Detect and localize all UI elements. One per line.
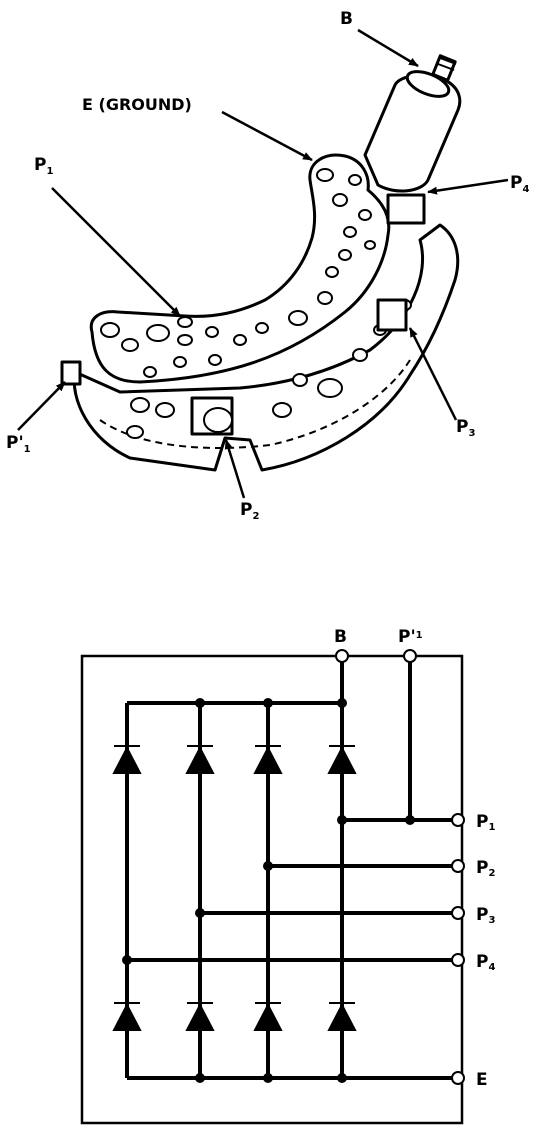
callout-p1: P1 xyxy=(34,155,53,177)
p4-terminal xyxy=(386,193,426,225)
rectifier-schematic: B P'1 P1 P2 P3 P4 E xyxy=(80,627,495,1125)
schematic-frame xyxy=(80,654,464,1125)
diode-upper-4 xyxy=(327,745,357,774)
diode-lower-2 xyxy=(185,1002,215,1031)
callout-p2: P2 xyxy=(240,500,259,522)
arrow-p3 xyxy=(408,327,458,421)
callout-b: B xyxy=(340,9,353,29)
lower-diodes xyxy=(112,1002,357,1031)
callout-e-ground: E (GROUND) xyxy=(82,95,192,114)
arrow-p1-prime xyxy=(17,381,66,431)
terminal-e xyxy=(451,1071,465,1085)
label-p3: P3 xyxy=(476,905,495,926)
label-p1: P1 xyxy=(476,812,495,833)
terminal-b xyxy=(335,649,349,663)
schematic-labels: B P'1 P1 P2 P3 P4 E xyxy=(334,627,495,1090)
diode-upper-1 xyxy=(112,745,142,774)
base-plate-edge xyxy=(99,359,411,450)
callout-p4: P4 xyxy=(510,173,529,195)
arrow-e-ground xyxy=(221,110,313,162)
label-p4: P4 xyxy=(476,952,495,973)
diode-lower-1 xyxy=(112,1002,142,1031)
diode-lower-4 xyxy=(327,1002,357,1031)
junction-dots xyxy=(122,698,415,1083)
plate-holes xyxy=(100,168,376,378)
arrow-p2 xyxy=(224,439,246,499)
terminal-p2 xyxy=(451,859,465,873)
b-terminal-stud xyxy=(363,54,462,193)
terminals xyxy=(335,649,465,1085)
diode-upper-2 xyxy=(185,745,215,774)
ground-plate xyxy=(89,153,391,384)
bus-lines xyxy=(125,656,458,1080)
terminal-p1-prime xyxy=(403,649,417,663)
arrow-p4 xyxy=(427,178,509,195)
callout-p1-prime: P'1 xyxy=(6,433,31,455)
terminal-p1 xyxy=(451,813,465,827)
arrow-p1 xyxy=(51,187,181,317)
callout-labels: B E (GROUND) P1 P4 P'1 P3 P2 xyxy=(6,9,529,522)
rectifier-illustration xyxy=(60,54,462,472)
terminal-p3 xyxy=(451,906,465,920)
diode-lower-3 xyxy=(253,1002,283,1031)
upper-diodes xyxy=(112,745,357,774)
p3-terminal xyxy=(376,298,408,332)
label-p2: P2 xyxy=(476,858,495,879)
label-p1-prime: P'1 xyxy=(398,627,423,647)
arrow-b xyxy=(357,28,419,68)
p2-terminal-hole xyxy=(203,407,233,433)
label-e: E xyxy=(476,1070,488,1090)
callout-p3: P3 xyxy=(456,417,475,439)
label-b: B xyxy=(334,627,347,647)
p1-prime-terminal xyxy=(60,360,82,386)
diode-upper-3 xyxy=(253,745,283,774)
callout-arrows xyxy=(17,28,509,499)
terminal-p4 xyxy=(451,953,465,967)
